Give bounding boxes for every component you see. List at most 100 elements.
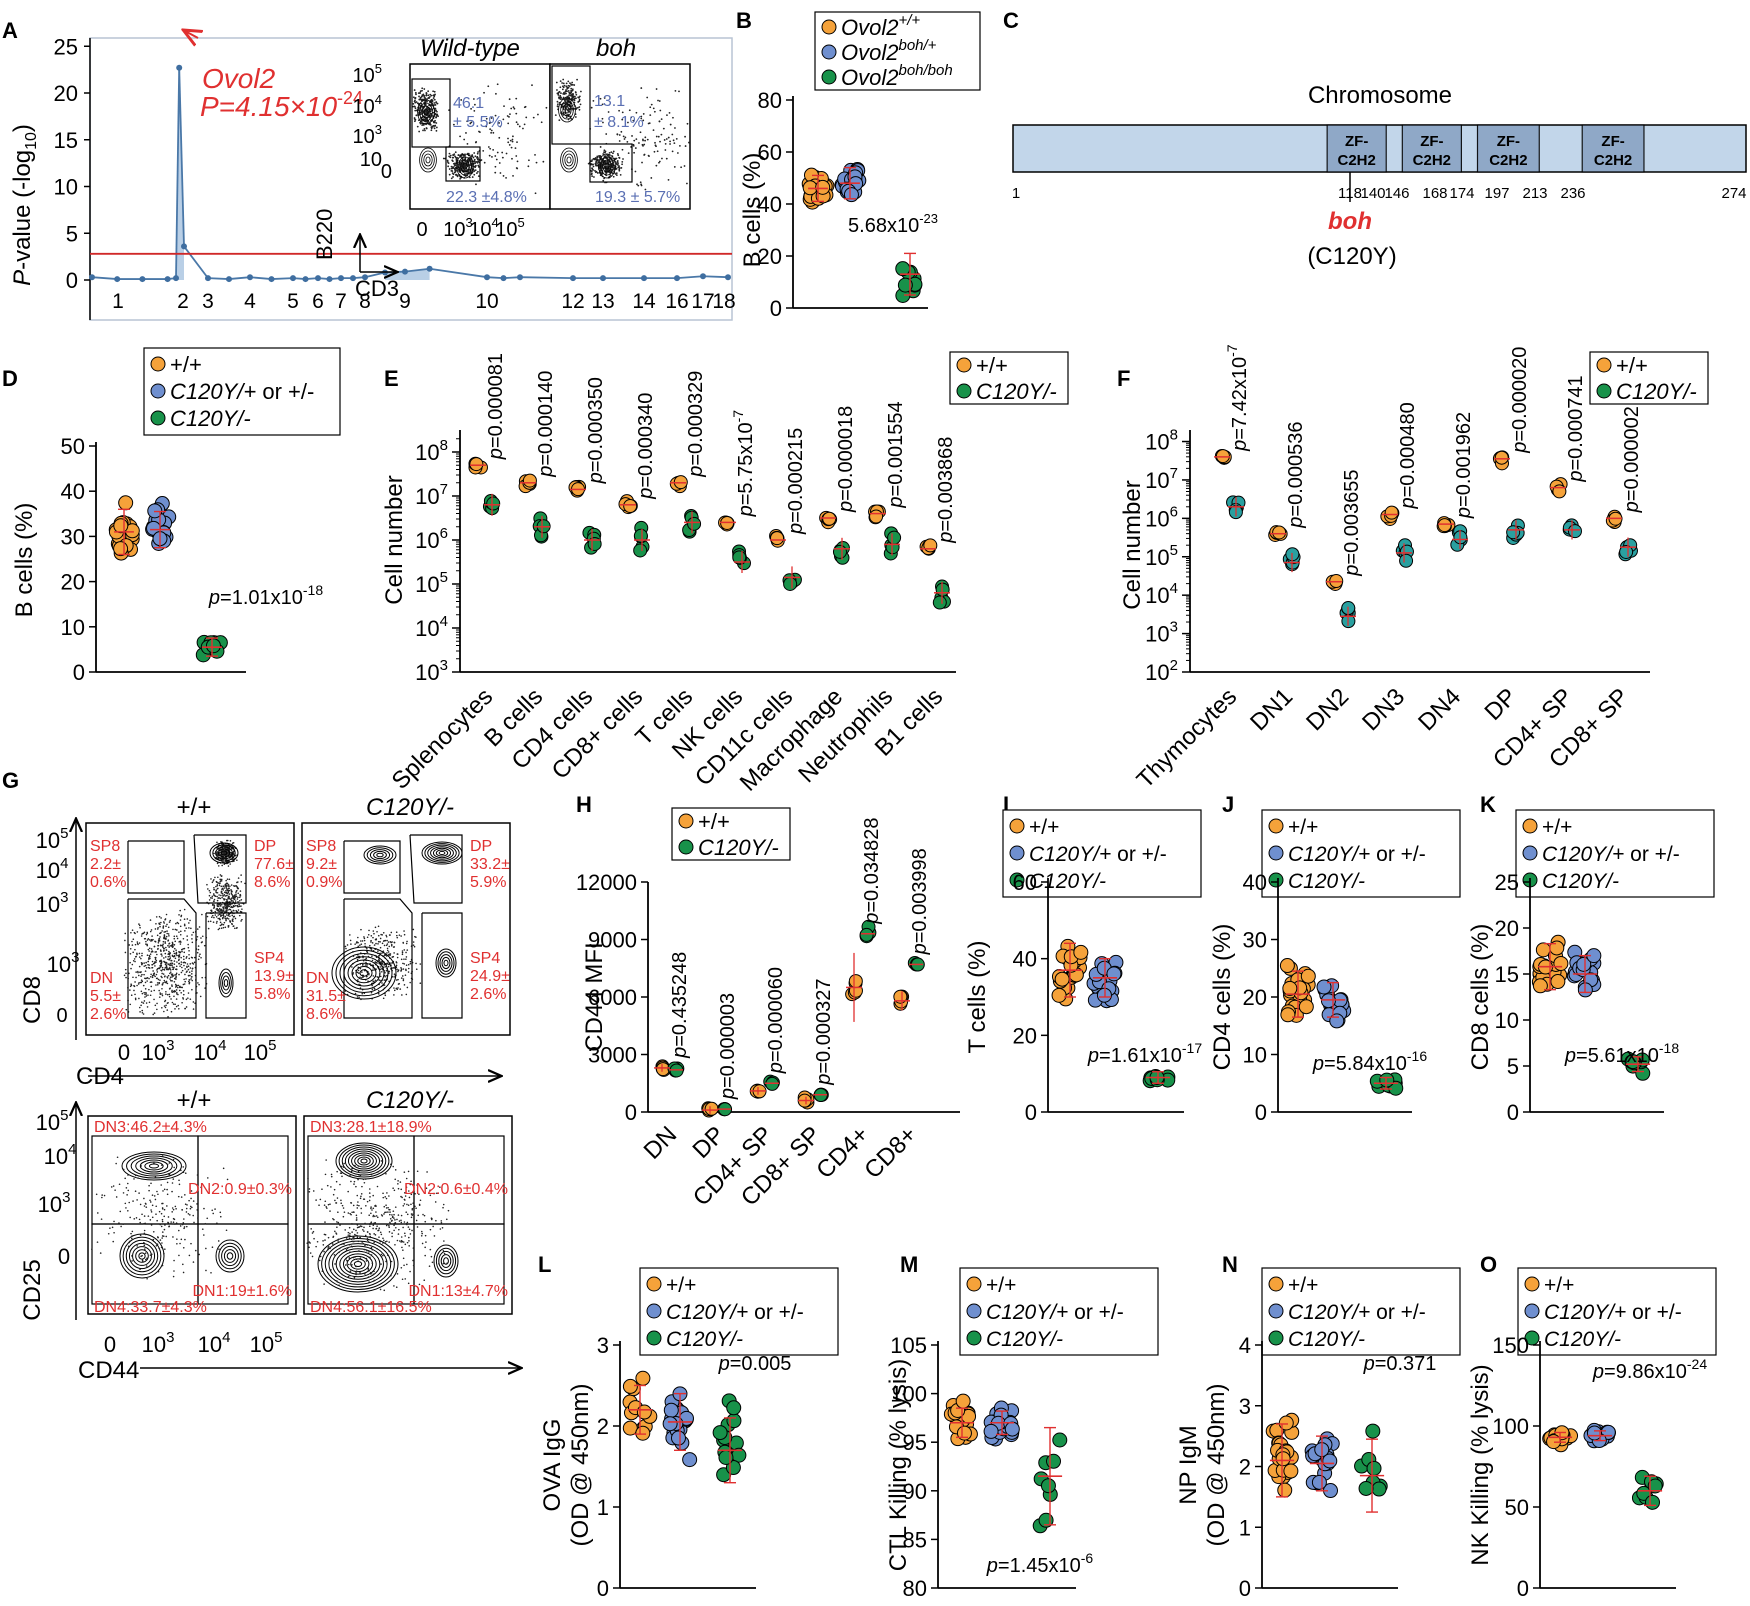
flow-event <box>637 184 640 187</box>
flow-event <box>179 985 181 988</box>
flow-event <box>470 155 473 158</box>
flow-event <box>338 1247 341 1250</box>
flow-event <box>186 918 189 920</box>
flow-event <box>672 116 674 119</box>
flow-event <box>167 1216 170 1218</box>
flow-event <box>415 1219 418 1222</box>
gene-pvalue: P=4.15×10-24 <box>200 88 363 122</box>
flow-event <box>118 1183 121 1186</box>
flow-event <box>140 935 143 937</box>
flow-event <box>443 1252 446 1255</box>
flow-event <box>187 992 190 994</box>
y-tick-label: 106 <box>415 525 448 553</box>
flow-event <box>380 1275 382 1278</box>
flow-event <box>460 99 463 101</box>
flow-event <box>400 1241 402 1243</box>
flow-event <box>173 935 176 938</box>
legend-label-base: Ovol2 <box>841 40 898 65</box>
flow-event <box>236 881 238 884</box>
flow-event <box>226 839 229 842</box>
legend-swatch <box>821 69 837 85</box>
flow-event <box>635 138 638 141</box>
flow-event <box>545 106 548 109</box>
flow-event <box>649 114 652 117</box>
flow-event <box>412 928 415 931</box>
y-tick-label-exp: 3 <box>1170 619 1178 636</box>
flow-event <box>456 165 459 168</box>
contour <box>600 156 614 176</box>
flow-event <box>463 154 466 157</box>
flow-event <box>655 164 658 167</box>
flow-event <box>556 103 559 106</box>
chromosome-label: 2 <box>177 290 189 313</box>
category-pvalue: p=0.000350 <box>585 377 607 484</box>
flow-event <box>665 157 668 160</box>
flow-event <box>95 1193 98 1196</box>
flow-event <box>233 915 236 918</box>
flow-event <box>462 154 465 157</box>
flow-event <box>179 943 182 945</box>
flow-event <box>607 111 610 113</box>
flow-event <box>169 945 172 947</box>
flow-event <box>125 1187 128 1189</box>
position-label: 213 <box>1522 185 1547 202</box>
zf-label: C2H2 <box>1413 152 1451 169</box>
flow-event <box>177 1004 180 1007</box>
flow-event <box>217 928 220 931</box>
flow-event <box>168 995 171 998</box>
flow-event <box>381 942 384 945</box>
flow-event <box>209 897 212 899</box>
flow-event <box>196 1209 199 1211</box>
flow-event <box>148 1189 150 1192</box>
flow-event <box>164 1224 166 1226</box>
flow-event <box>131 1230 134 1233</box>
flow-event <box>399 988 402 990</box>
flow-event <box>183 958 185 961</box>
flow-event <box>384 965 387 968</box>
flow-event <box>151 1216 154 1219</box>
flow-event <box>152 970 154 972</box>
flow-event <box>356 1207 359 1209</box>
flow-event <box>445 1218 448 1221</box>
flow-event <box>476 158 479 161</box>
flow-event <box>369 1233 371 1235</box>
f-legend-label: +/+ <box>1616 353 1648 378</box>
flow-event <box>138 952 141 955</box>
flow-event <box>377 925 380 928</box>
flow-event <box>175 985 178 987</box>
flow-event <box>386 952 388 954</box>
flow-event <box>180 1196 183 1198</box>
flow-event <box>193 956 196 959</box>
flow-event <box>185 927 188 929</box>
inset-y-tick-zero: 0 <box>381 161 392 183</box>
flow-event <box>633 151 635 154</box>
flow-event <box>668 111 671 114</box>
flow-event <box>344 1264 347 1266</box>
series-point <box>402 268 408 275</box>
flow-event <box>476 152 479 155</box>
flow-event <box>205 1269 207 1272</box>
flow-event <box>388 1250 391 1253</box>
flow-event <box>171 1001 174 1004</box>
flow-event <box>440 1266 442 1269</box>
category-label: DN1 <box>1245 683 1298 736</box>
flow-event <box>145 933 148 936</box>
flow-event <box>686 122 689 125</box>
flow-event <box>142 984 145 987</box>
dn-text: DN <box>306 970 329 987</box>
flow-event <box>489 128 492 131</box>
flow-event <box>433 90 436 93</box>
flow-event <box>560 92 562 95</box>
flow-event <box>155 1213 157 1215</box>
flow-event <box>415 1207 417 1210</box>
category-pvalue-p: p <box>1397 497 1419 509</box>
flow-event <box>188 922 190 924</box>
flow-event <box>162 973 165 975</box>
flow-event <box>181 969 184 972</box>
d-legend-swatch <box>150 410 166 426</box>
flow-event <box>402 962 404 965</box>
flow-event <box>374 979 377 982</box>
e-legend-swatch <box>956 357 972 373</box>
